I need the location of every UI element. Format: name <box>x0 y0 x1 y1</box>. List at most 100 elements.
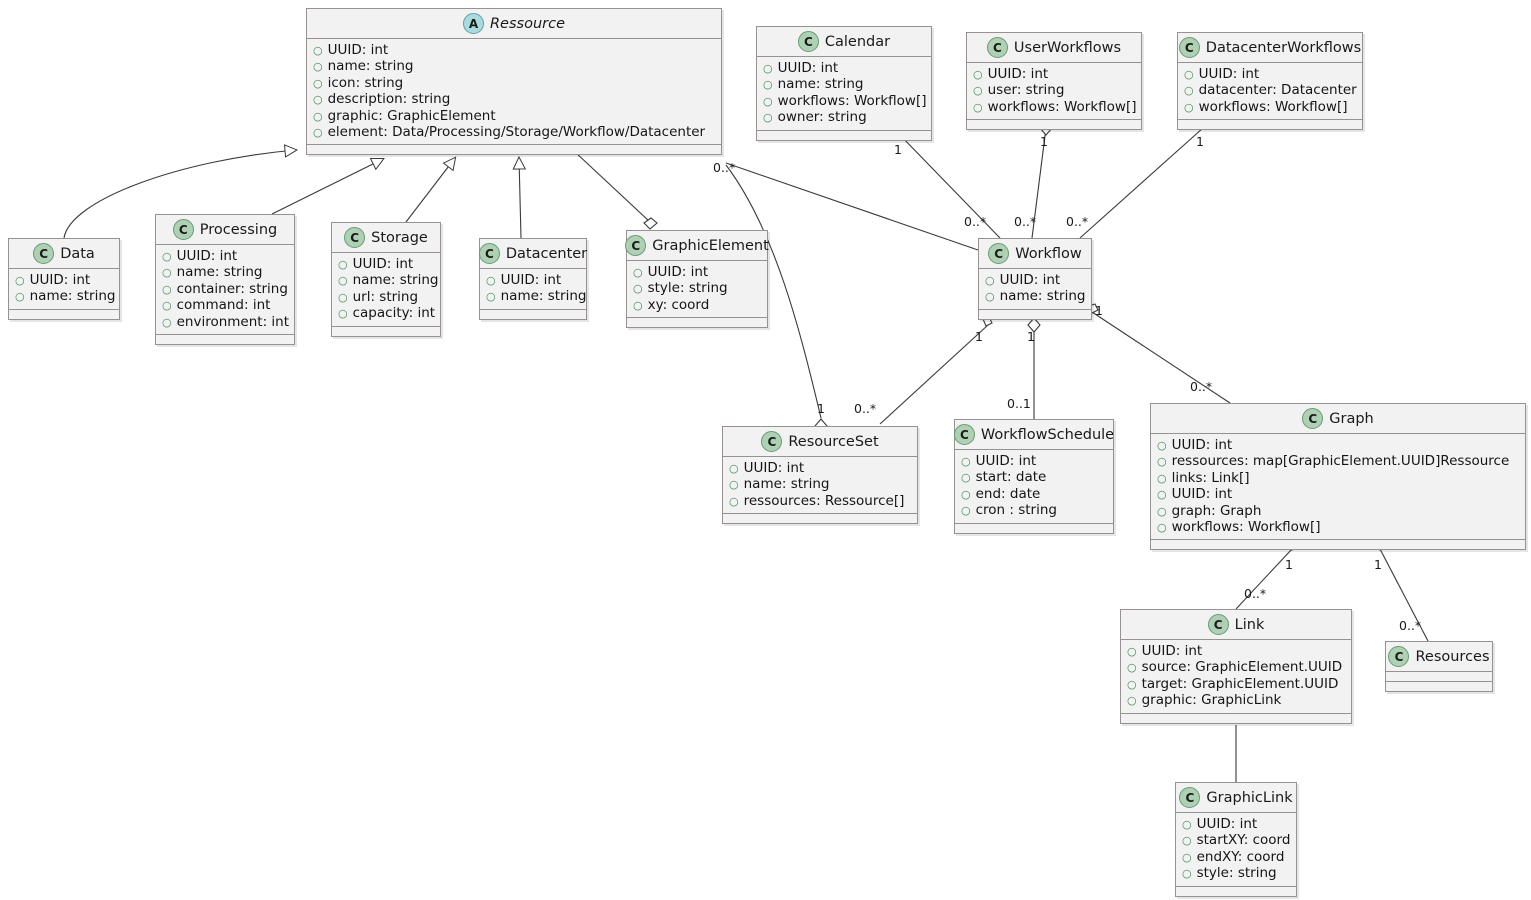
association-workflow-graph <box>1091 311 1231 404</box>
multiplicity-label-m-graph-link-1: 1 <box>1285 557 1293 572</box>
class-name-datacenter: Datacenter <box>505 245 588 262</box>
attribute-compartment-graphiclink: ○UUID: int○startXY: coord○endXY: coord○s… <box>1176 813 1296 887</box>
attribute-compartment-workflow: ○UUID: int○name: string <box>979 269 1091 310</box>
generalization-storage-ressource <box>405 158 455 223</box>
public-visibility-icon: ○ <box>1184 68 1194 81</box>
public-visibility-icon: ○ <box>1182 867 1192 881</box>
attribute-row: ○name: string <box>15 288 116 304</box>
class-name-calendar: Calendar <box>824 33 891 50</box>
association-ressource-workflow <box>725 162 979 251</box>
attribute-row: ○name: string <box>313 58 715 74</box>
multiplicity-label-m-res-0n: 0..* <box>1399 618 1422 633</box>
public-visibility-icon: ○ <box>162 299 172 313</box>
attribute-row: ○workflows: Workflow[] <box>973 99 1136 115</box>
public-visibility-icon: ○ <box>973 68 983 81</box>
public-visibility-icon: ○ <box>763 62 773 75</box>
public-visibility-icon: ○ <box>633 266 643 279</box>
attribute-row: ○UUID: int <box>729 460 911 476</box>
multiplicity-label-m-wf-sched-1: 1 <box>1027 329 1035 344</box>
attribute-text: links: Link[] <box>1171 469 1250 486</box>
class-icon: C <box>953 424 975 445</box>
public-visibility-icon: ○ <box>313 109 323 123</box>
attribute-row: ○UUID: int <box>961 453 1107 469</box>
attribute-row: ○ressources: map[GraphicElement.UUID]Res… <box>1157 453 1519 469</box>
attribute-text: workflows: Workflow[] <box>1198 98 1348 115</box>
public-visibility-icon: ○ <box>162 266 172 280</box>
attribute-text: UUID: int <box>647 264 709 280</box>
public-visibility-icon: ○ <box>1157 488 1167 502</box>
attribute-row: ○source: GraphicElement.UUID <box>1127 659 1345 675</box>
attribute-row: ○style: string <box>633 280 761 296</box>
class-name-link: Link <box>1234 616 1265 633</box>
attribute-row: ○ UUID: int <box>633 264 761 280</box>
public-visibility-icon: ○ <box>633 282 643 296</box>
attribute-row: ○ name: string <box>162 264 288 280</box>
multiplicity-label-m-calendar-1: 1 <box>894 142 902 157</box>
attribute-text: name: string <box>777 76 864 93</box>
attribute-row: ○cron : string <box>961 502 1107 518</box>
generalization-data-ressource <box>63 150 296 239</box>
attribute-row: ○startXY: coord <box>1182 832 1290 848</box>
attribute-text: ressources: map[GraphicElement.UUID]Ress… <box>1171 453 1510 470</box>
attribute-row: ○capacity: int <box>338 305 436 322</box>
attribute-row: ○UUID: int <box>313 42 715 58</box>
class-name-resources: Resources <box>1415 648 1490 665</box>
multiplicity-label-m-wf-graph-1: 1 <box>1095 303 1103 318</box>
class-icon: C <box>625 235 647 256</box>
public-visibility-icon: ○ <box>1182 850 1192 864</box>
attribute-row: ○container: string <box>162 281 288 297</box>
attribute-text: target: GraphicElement.UUID <box>1141 675 1339 692</box>
method-compartment-storage <box>332 326 440 336</box>
attribute-text: UUID: int <box>1141 643 1203 659</box>
attribute-row: ○style: string <box>1182 865 1290 881</box>
attribute-row: ○description: string <box>313 91 715 107</box>
attribute-row: ○UUID: int <box>1127 643 1345 659</box>
public-visibility-icon: ○ <box>729 478 739 492</box>
attribute-text: graphic: GraphicElement <box>327 107 496 124</box>
attribute-compartment-datacenterworkflows: ○UUID: int○datacenter: Datacenter○workfl… <box>1178 63 1362 121</box>
diamond-workflowschedule <box>1027 317 1041 333</box>
multiplicity-label-m-wf-user: 0..* <box>1014 214 1037 229</box>
attribute-compartment-link: ○UUID: int○source: GraphicElement.UUID ○ t… <box>1121 640 1351 714</box>
attribute-compartment-storage: ○UUID: int○name: string○url: string○capa… <box>332 253 440 327</box>
association-graph-resources <box>1379 548 1429 642</box>
class-name-resourceset: ResourceSet <box>788 433 879 450</box>
generalization-processing-ressource <box>271 159 383 215</box>
attribute-text: capacity: int <box>352 305 436 322</box>
class-icon: C <box>344 227 366 248</box>
attribute-row: ○url: string <box>338 289 434 305</box>
attribute-text: UUID: int <box>975 453 1037 469</box>
class-name-graph: Graph <box>1329 410 1374 427</box>
attribute-compartment-workflowschedule: ○UUID: int○start: date○end: date○cron : … <box>955 450 1113 524</box>
multiplicity-label-m-user-1: 1 <box>1040 134 1048 149</box>
attribute-row: ○name: string <box>763 76 925 92</box>
attribute-text: graph: Graph <box>1171 502 1262 519</box>
attribute-text: name: string <box>176 264 263 281</box>
public-visibility-icon: ○ <box>961 487 971 501</box>
public-visibility-icon: ○ <box>1127 677 1137 691</box>
public-visibility-icon: ○ <box>1182 818 1192 831</box>
attribute-compartment-resources <box>1386 672 1492 682</box>
